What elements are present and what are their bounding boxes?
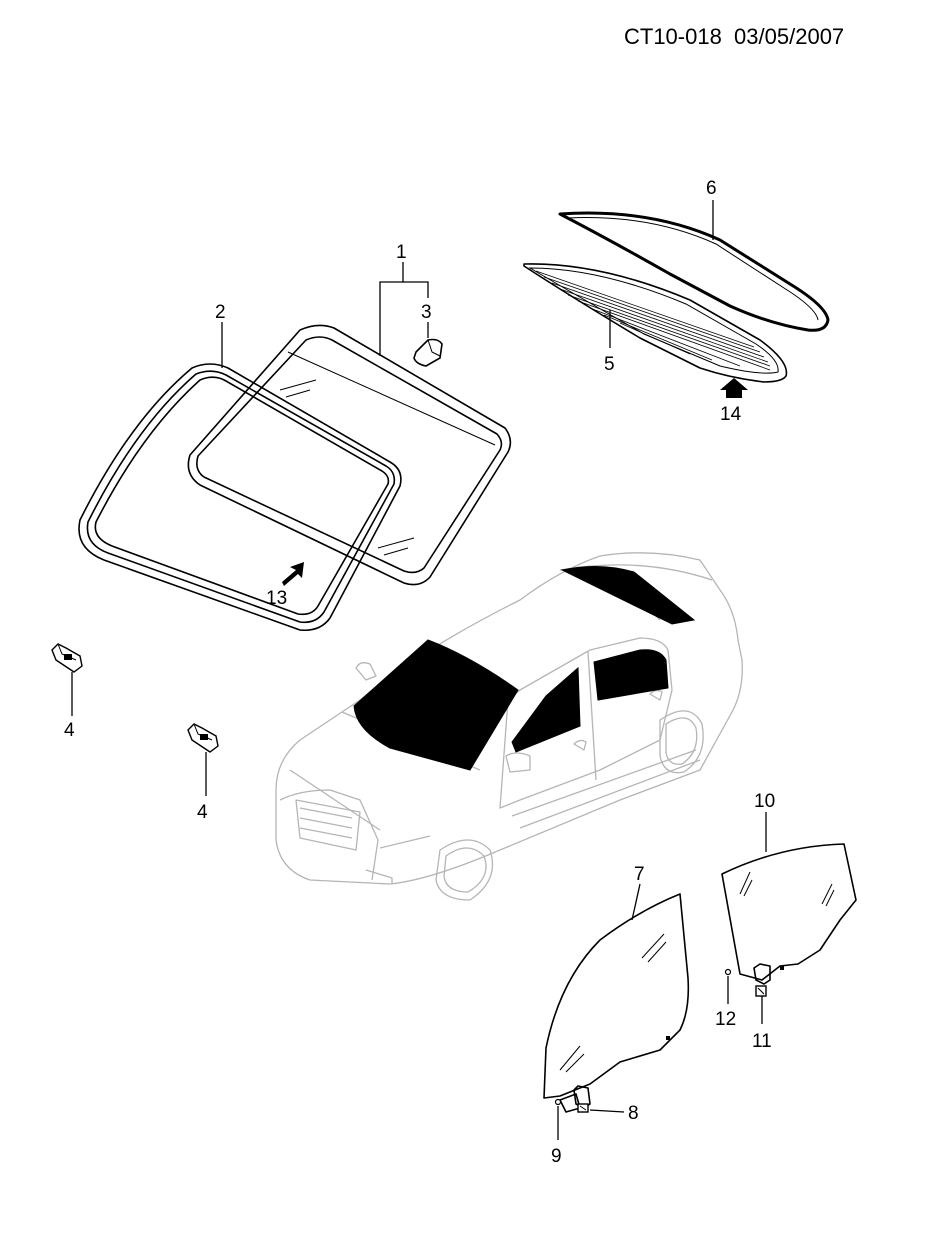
callout-1: 1 [396,242,407,263]
callout-14: 14 [720,404,742,425]
vehicle-rear-door-glass [593,649,669,701]
vehicle-outline [275,552,743,901]
arrow-13-icon [282,562,304,586]
callout-3: 3 [421,302,432,323]
leader-lines [71,200,767,1140]
vehicle-rear-glass-highlight [560,565,696,625]
fastener-part-9 [554,1098,562,1106]
callout-12: 12 [715,1009,736,1030]
clip-part-4-upper [51,643,83,673]
clip-part-4-lower [187,723,219,753]
fastener-part-12 [724,968,732,976]
callout-9: 9 [551,1146,562,1167]
windshield-glass [187,324,512,586]
callout-7: 7 [634,864,645,885]
fastener-part-8 [577,1103,589,1113]
rear-window-glass [523,263,788,383]
front-door-glass [543,893,690,1113]
fastener-part-11 [755,985,767,997]
callout-13: 13 [266,588,287,609]
clip-part-3 [413,338,443,367]
vehicle-windshield-highlight [353,639,519,771]
arrow-14-icon [720,378,748,398]
windshield-molding [78,363,402,632]
callout-4-center: 4 [197,802,208,823]
callout-6: 6 [706,178,717,199]
callout-5: 5 [604,354,615,375]
callout-labels: 1 2 3 4 4 5 6 7 8 9 10 11 12 13 14 [64,178,775,1167]
callout-4-left: 4 [64,720,75,741]
rear-door-glass [721,843,857,985]
vehicle-front-door-glass [511,666,581,753]
rear-window-molding [558,211,830,332]
callout-2: 2 [215,302,226,323]
callout-11: 11 [752,1031,772,1052]
callout-8: 8 [628,1103,639,1124]
callout-10: 10 [754,791,775,812]
diagram-code-date: CT10-018 03/05/2007 [624,24,845,49]
